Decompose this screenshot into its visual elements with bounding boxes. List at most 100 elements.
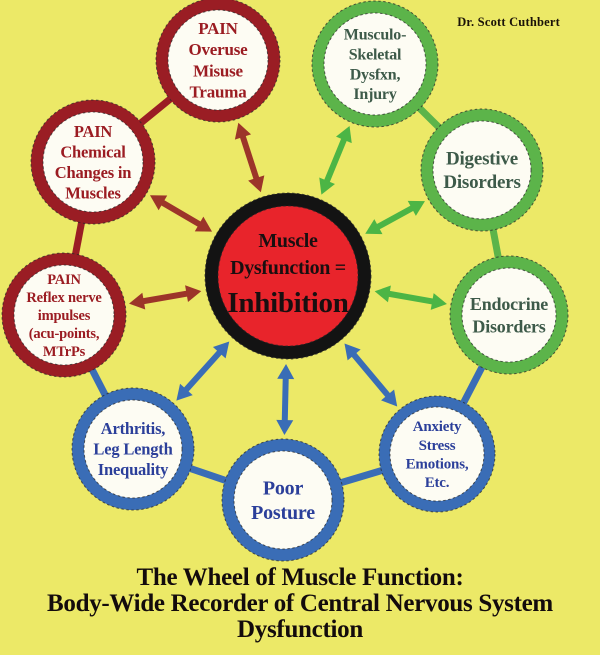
spoke-shaft-pain-reflex <box>140 290 190 305</box>
spoke-head-node-end-anxiety <box>381 389 398 407</box>
spoke-head-node-end-endocrine <box>430 293 447 310</box>
node-poor-posture-dashed-outline-1 <box>233 450 333 550</box>
node-pain-overuse-ring <box>156 0 280 122</box>
spoke-head-hub-end-pain-overuse <box>248 175 265 193</box>
node-anxiety-dashed-outline-0 <box>378 395 496 513</box>
node-pain-reflex-label-line-4: MTrPs <box>43 344 86 360</box>
node-pain-overuse-label-line-0: PAIN <box>198 19 238 38</box>
node-pain-chemical-dashed-outline-1 <box>42 111 144 213</box>
node-pain-chemical-label-line-3: Muscles <box>65 183 121 202</box>
node-digestive-ring <box>421 109 543 231</box>
node-poor-posture-label-line-1: Posture <box>251 502 315 524</box>
node-pain-reflex-dashed-outline-0 <box>1 252 127 378</box>
spoke-shaft-musculo-skeletal <box>323 135 348 185</box>
node-arthritis-ring <box>72 388 194 510</box>
node-endocrine-dashed-outline-0 <box>449 255 569 375</box>
spoke-head-node-end-pain-overuse <box>234 122 252 140</box>
node-digestive-label-line-0: Digestive <box>446 149 518 170</box>
spoke-arrow-poor-posture <box>276 363 295 436</box>
spoke-arrow-musculo-skeletal <box>319 125 352 195</box>
node-endocrine-label-line-1: Disorders <box>472 316 545 336</box>
spoke-head-hub-end-poor-posture <box>277 363 295 380</box>
title-line-2: Body-Wide Recorder of Central Nervous Sy… <box>47 590 553 617</box>
spoke-arrow-pain-reflex <box>129 285 202 310</box>
spoke-shaft-anxiety <box>349 350 392 400</box>
spoke-head-node-end-pain-reflex <box>129 292 146 310</box>
node-arthritis-label-line-0: Arthritis, <box>101 419 166 438</box>
node-endocrine-ring <box>450 256 568 374</box>
node-pain-reflex-label-line-0: PAIN <box>47 272 81 288</box>
node-musculo-skeletal-label-line-2: Dysfxn, <box>350 66 401 83</box>
spoke-head-node-end-digestive <box>407 200 425 216</box>
spoke-shaft-digestive <box>374 204 416 231</box>
node-anxiety-label-line-1: Stress <box>419 438 456 454</box>
spoke-head-hub-end-pain-chemical <box>194 216 213 232</box>
node-digestive-dashed-outline-0 <box>420 108 544 232</box>
node-pain-chemical-label-line-2: Changes in <box>55 163 131 182</box>
spoke-arrow-anxiety <box>344 343 398 407</box>
node-musculo-skeletal-label-line-0: Musculo- <box>344 27 406 44</box>
spoke-head-hub-end-anxiety <box>344 343 361 361</box>
spoke-shaft-endocrine <box>385 290 436 305</box>
spoke-shaft-poor-posture <box>281 375 289 424</box>
node-pain-reflex-label-line-1: Reflex nerve <box>26 290 102 306</box>
node-pain-reflex-label-line-3: (acu-points, <box>29 326 100 342</box>
node-pain-chemical-label-line-0: PAIN <box>74 122 113 141</box>
node-arthritis-label-line-2: Inequality <box>98 460 169 479</box>
node-arthritis-dashed-outline-1 <box>83 399 183 499</box>
hub-muscle-dysfunction-dashed-outline-0 <box>204 192 372 360</box>
node-arthritis-dashed-outline-0 <box>71 387 195 511</box>
spoke-head-node-end-musculo-skeletal <box>336 125 352 144</box>
spoke-shaft-pain-chemical <box>158 198 204 229</box>
node-musculo-skeletal-label-line-3: Injury <box>353 86 396 103</box>
spoke-arrow-endocrine <box>374 285 447 310</box>
spoke-head-node-end-poor-posture <box>276 419 294 436</box>
hub-label-line-0: Muscle <box>258 230 318 252</box>
hub-muscle-dysfunction-dashed-outline-1 <box>217 205 359 347</box>
node-anxiety-label-line-2: Emotions, <box>406 456 469 472</box>
spoke-head-hub-end-arthritis <box>212 341 230 359</box>
node-pain-reflex-dashed-outline-1 <box>13 264 115 366</box>
node-digestive-label-line-1: Disorders <box>443 172 520 193</box>
spoke-arrow-pain-overuse <box>234 122 265 193</box>
node-anxiety-label-line-0: Anxiety <box>413 419 462 435</box>
title-line-3: Dysfunction <box>237 616 363 643</box>
node-endocrine-label-line-0: Endocrine <box>470 294 548 314</box>
spoke-arrow-pain-chemical <box>149 195 213 232</box>
node-endocrine-dashed-outline-1 <box>461 267 557 363</box>
node-anxiety-ring <box>379 396 495 512</box>
author-credit: Dr. Scott Cuthbert <box>457 15 560 29</box>
spoke-shaft-arthritis <box>182 348 224 394</box>
title-line-1: The Wheel of Muscle Function: <box>136 564 464 591</box>
spoke-head-node-end-pain-chemical <box>149 195 168 211</box>
hub-label-line-1: Dysfunction = <box>230 257 346 279</box>
node-musculo-skeletal-label-line-1: Skeletal <box>349 47 402 64</box>
node-pain-overuse-dashed-outline-1 <box>167 9 269 111</box>
spoke-head-node-end-arthritis <box>176 383 193 401</box>
node-pain-chemical-label-line-1: Chemical <box>60 142 126 161</box>
node-poor-posture-label-line-0: Poor <box>263 477 304 499</box>
spoke-arrow-arthritis <box>176 341 230 401</box>
node-musculo-skeletal-ring <box>312 1 438 127</box>
hub-label-line-2: Inhibition <box>227 287 348 319</box>
node-poor-posture-dashed-outline-0 <box>221 438 345 562</box>
node-anxiety-dashed-outline-1 <box>389 406 485 502</box>
node-pain-chemical-ring <box>31 100 155 224</box>
node-arthritis-label-line-1: Leg Length <box>93 440 172 459</box>
node-poor-posture-ring <box>222 439 344 561</box>
node-pain-reflex-label-line-2: impulses <box>38 308 91 324</box>
spoke-arrow-digestive <box>365 200 425 235</box>
diagram-title: The Wheel of Muscle Function: Body-Wide … <box>0 565 600 643</box>
node-pain-overuse-label-line-2: Misuse <box>193 61 243 80</box>
node-musculo-skeletal-dashed-outline-0 <box>311 0 439 128</box>
spoke-head-hub-end-digestive <box>365 219 383 235</box>
